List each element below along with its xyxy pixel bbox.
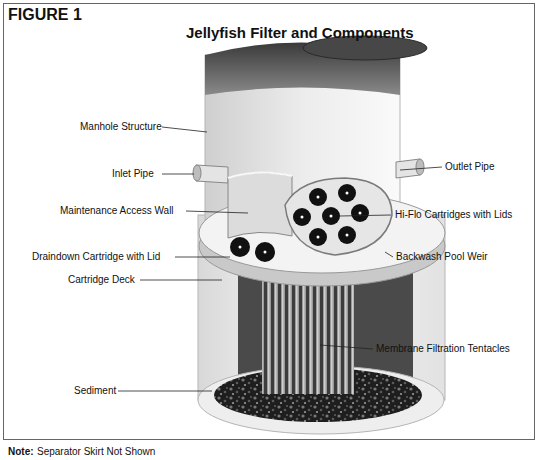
pool-weir [285, 178, 392, 255]
outlet-opening [416, 159, 424, 175]
part-label: Inlet Pipe [112, 168, 154, 180]
part-label: Cartridge Deck [68, 274, 135, 286]
wall-top-edge [228, 172, 292, 178]
inlet-opening [193, 165, 201, 181]
cartridge-lid-dots [239, 192, 362, 254]
draindown-lid-dots [239, 246, 267, 254]
note-text: Separator Skirt Not Shown [37, 446, 155, 458]
part-label: Manhole Structure [80, 121, 162, 133]
figure-number: FIGURE 1 [8, 6, 82, 24]
part-label: Sediment [74, 385, 116, 397]
note-label: Note: [8, 446, 34, 458]
part-label: Hi-Flo Cartridges with Lids [395, 209, 512, 221]
part-label: Draindown Cartridge with Lid [32, 251, 160, 263]
part-label: Backwash Pool Weir [396, 251, 488, 263]
maintenance-wall [228, 172, 292, 238]
part-label: Maintenance Access Wall [60, 205, 174, 217]
draindown-cartridges [230, 237, 275, 262]
figure-frame [4, 4, 535, 440]
part-label: Membrane Filtration Tentacles [376, 343, 510, 355]
hiflo-cartridges [293, 184, 369, 246]
part-label: Outlet Pipe [445, 161, 494, 173]
figure-title: Jellyfish Filter and Components [186, 24, 414, 42]
